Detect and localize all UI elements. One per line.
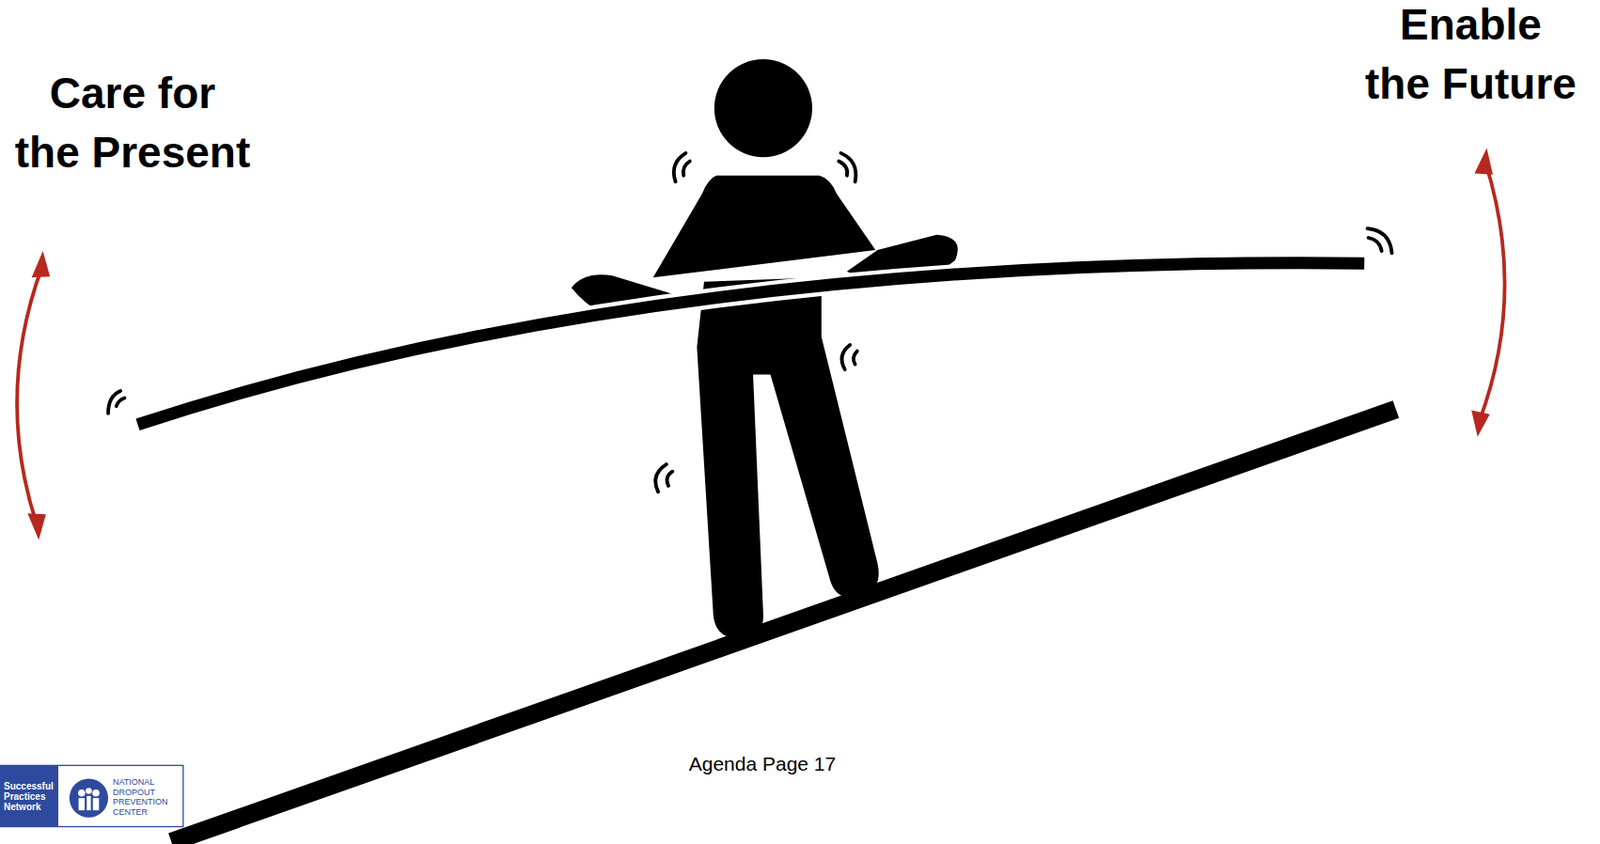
logo-text: Successful Practices Network xyxy=(3,781,56,813)
logo-box: Successful Practices Network xyxy=(0,766,59,827)
balance-pole xyxy=(138,263,1365,425)
figure-head xyxy=(714,59,813,157)
logo-icon xyxy=(69,779,109,818)
figure-legs xyxy=(696,277,879,639)
figure-torso xyxy=(653,175,877,279)
balance-arrow-left xyxy=(16,250,50,540)
page-number: Agenda Page 17 xyxy=(621,752,904,777)
logo-frame xyxy=(0,765,184,827)
wobble-marks xyxy=(108,153,1393,493)
balance-pole-gap xyxy=(138,263,1365,425)
balance-arrow-right xyxy=(1471,147,1505,437)
left-goal-label: Care for the Present xyxy=(13,63,252,183)
organization-name: NATIONAL DROPOUT PREVENTION CENTER xyxy=(112,777,172,817)
tightrope xyxy=(171,408,1397,842)
right-goal-label: Enable the Future xyxy=(1363,0,1579,114)
